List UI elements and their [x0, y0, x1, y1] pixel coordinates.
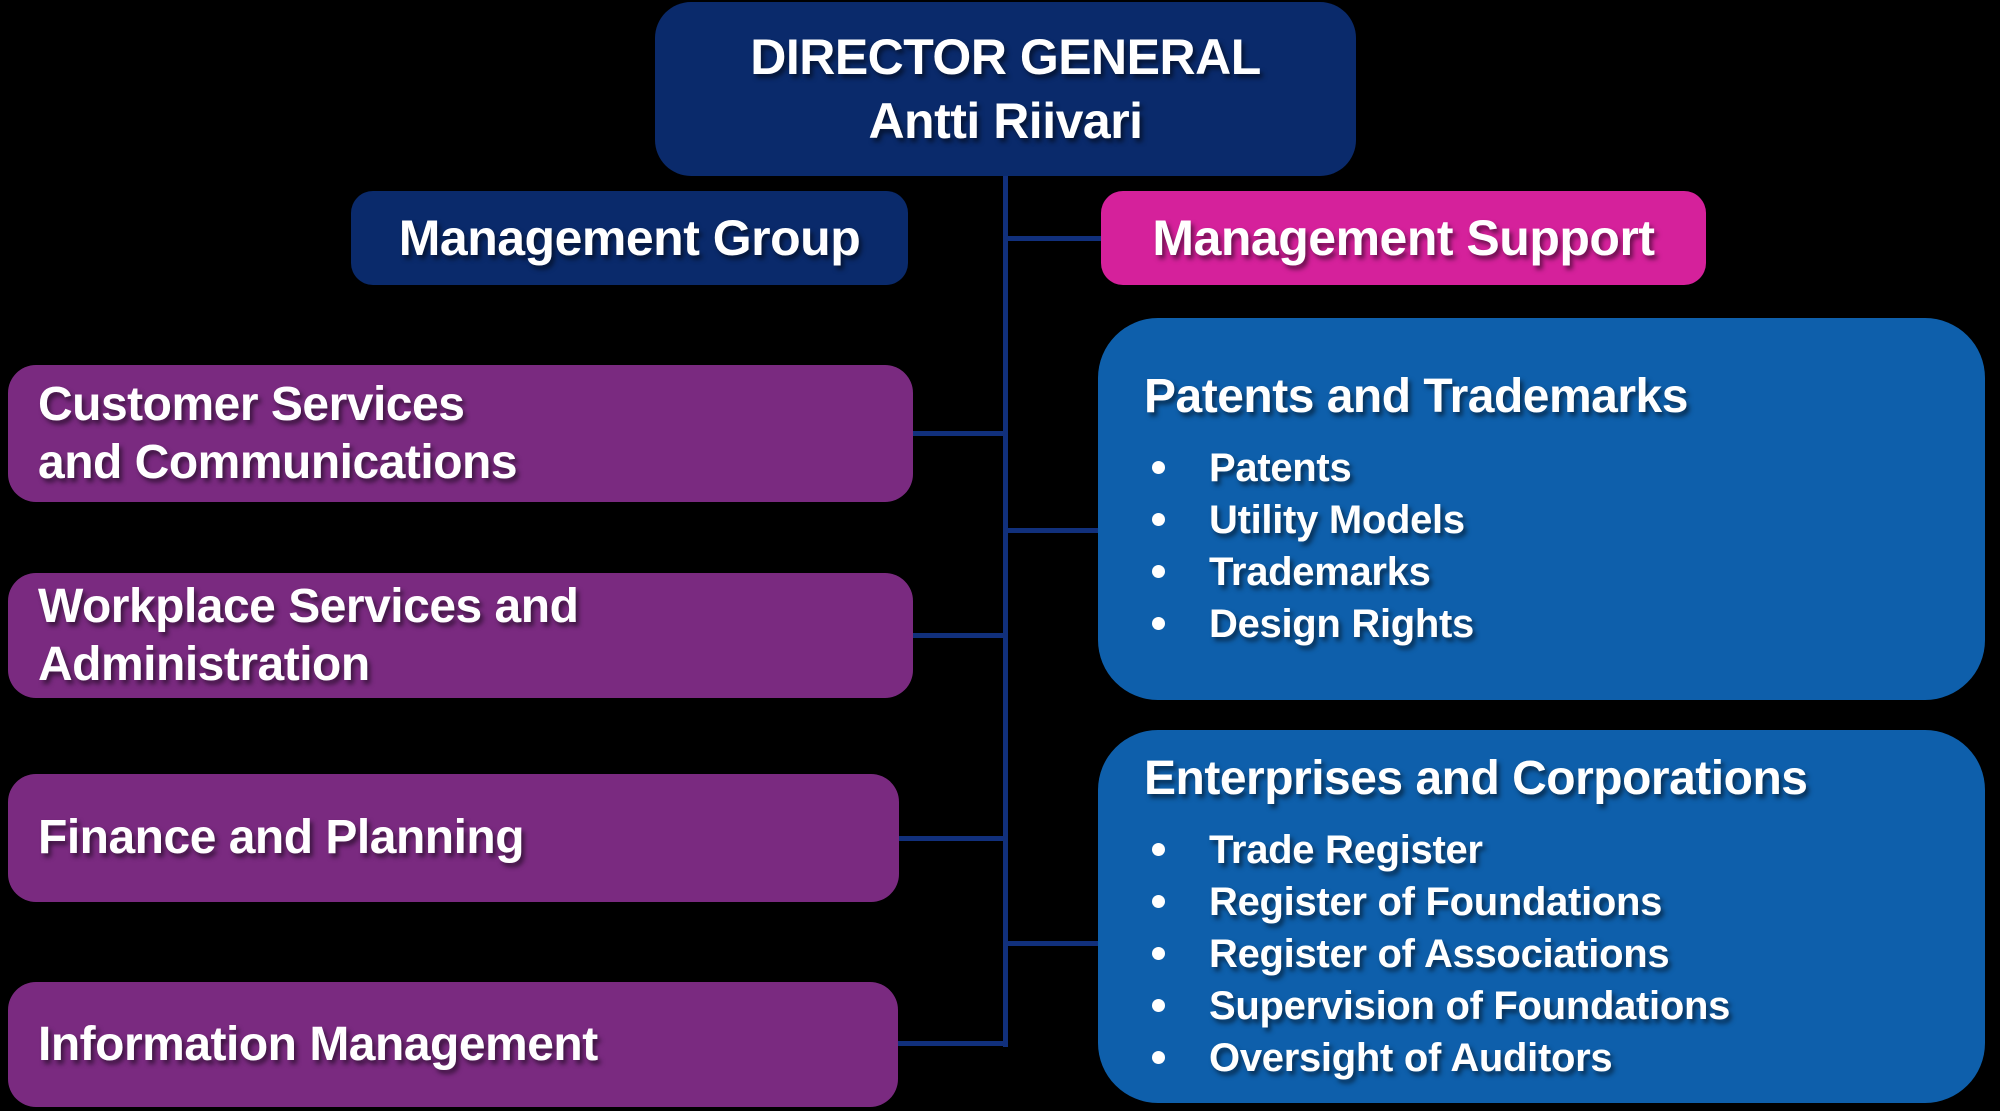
connector-customer-services	[910, 431, 1006, 436]
management-group-box: Management Group	[351, 191, 908, 285]
list-item-label: Design Rights	[1209, 602, 1475, 646]
panel-enterprises-title: Enterprises and Corporations	[1144, 751, 1808, 805]
bullet-icon	[1152, 1050, 1165, 1064]
panel-patents-title: Patents and Trademarks	[1144, 370, 1688, 423]
list-item-label: Supervision of Foundations	[1209, 983, 1731, 1028]
unit-information-management-box: Information Management	[8, 982, 898, 1107]
director-general-title: DIRECTOR GENERAL	[750, 29, 1261, 85]
list-item-label: Register of Foundations	[1209, 879, 1663, 924]
bullet-icon	[1152, 894, 1165, 908]
unit-customer-services-line2: and Communications	[38, 435, 518, 489]
list-item-label: Trade Register	[1209, 827, 1483, 872]
bullet-icon	[1152, 998, 1165, 1012]
connector-finance	[896, 836, 1006, 841]
director-general-box: DIRECTOR GENERAL Antti Riivari	[655, 2, 1356, 176]
panel-patents-trademarks: Patents and Trademarks Patents Utility M…	[1098, 318, 1985, 700]
connector-patents	[1006, 528, 1098, 533]
connector-management-support	[1006, 236, 1101, 241]
list-item-label: Patents	[1209, 446, 1352, 490]
list-item: Trademarks	[1144, 547, 1474, 597]
unit-customer-services-line1: Customer Services	[38, 377, 465, 431]
list-item: Supervision of Foundations	[1144, 981, 1730, 1031]
bullet-icon	[1152, 513, 1165, 526]
bullet-icon	[1152, 946, 1165, 960]
list-item-label: Trademarks	[1209, 550, 1431, 594]
panel-enterprises-list: Trade Register Register of Foundations R…	[1144, 825, 1730, 1085]
bullet-icon	[1152, 565, 1165, 578]
connector-trunk	[1003, 176, 1008, 1047]
list-item-label: Oversight of Auditors	[1209, 1035, 1613, 1080]
unit-customer-services-box: Customer Services and Communications	[8, 365, 913, 502]
director-general-name: Antti Riivari	[868, 93, 1143, 149]
list-item: Register of Associations	[1144, 929, 1730, 979]
connector-enterprises	[1006, 941, 1098, 946]
unit-information-management-label: Information Management	[38, 1017, 598, 1071]
connector-workplace	[910, 633, 1006, 638]
panel-enterprises-corporations: Enterprises and Corporations Trade Regis…	[1098, 730, 1985, 1103]
unit-workplace-services-box: Workplace Services and Administration	[8, 573, 913, 698]
bullet-icon	[1152, 461, 1165, 474]
panel-patents-list: Patents Utility Models Trademarks Design…	[1144, 443, 1474, 651]
list-item: Design Rights	[1144, 599, 1474, 649]
list-item: Register of Foundations	[1144, 877, 1730, 927]
bullet-icon	[1152, 842, 1165, 856]
bullet-icon	[1152, 617, 1165, 630]
unit-workplace-services-line1: Workplace Services and	[38, 579, 579, 633]
list-item-label: Register of Associations	[1209, 931, 1670, 976]
list-item: Patents	[1144, 443, 1474, 493]
list-item: Oversight of Auditors	[1144, 1033, 1730, 1083]
management-group-label: Management Group	[398, 210, 861, 266]
management-support-label: Management Support	[1152, 210, 1655, 266]
list-item-label: Utility Models	[1209, 498, 1465, 542]
management-support-box: Management Support	[1101, 191, 1706, 285]
list-item: Utility Models	[1144, 495, 1474, 545]
unit-finance-planning-box: Finance and Planning	[8, 774, 899, 902]
unit-finance-planning-label: Finance and Planning	[38, 811, 525, 864]
connector-information	[895, 1041, 1006, 1046]
unit-workplace-services-line2: Administration	[38, 637, 370, 691]
list-item: Trade Register	[1144, 825, 1730, 875]
